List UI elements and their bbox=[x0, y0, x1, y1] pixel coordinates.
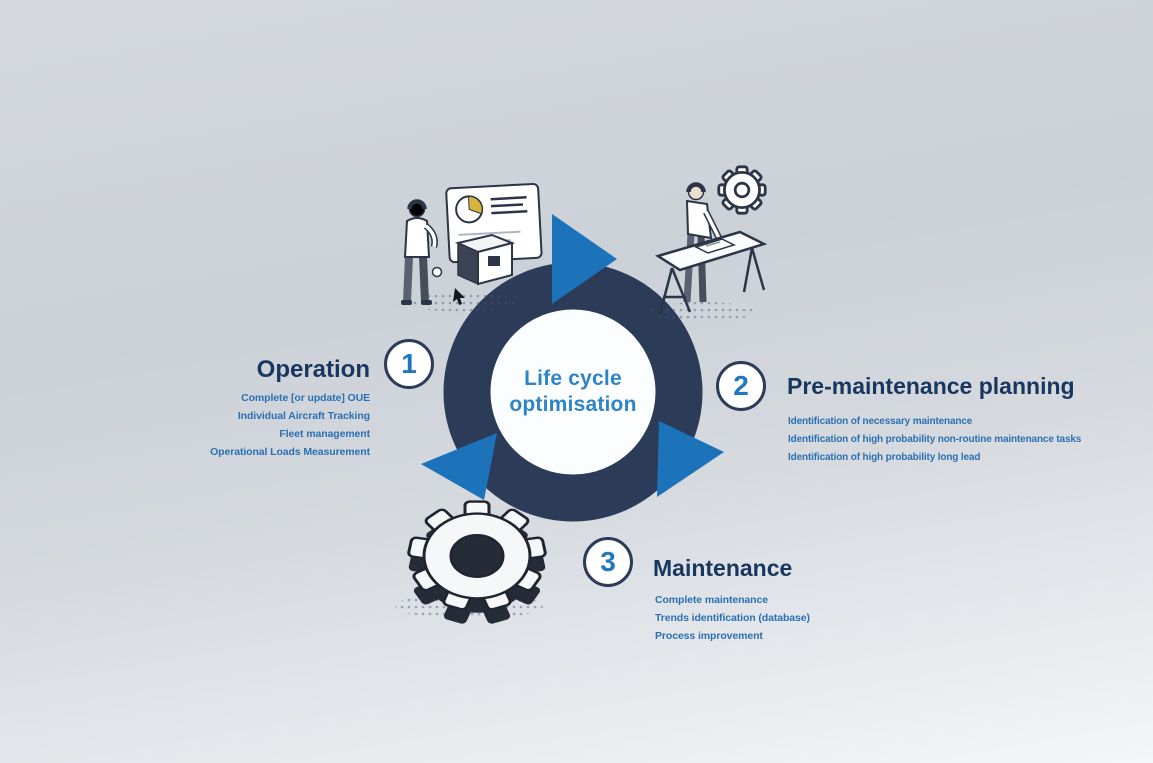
dots-shadow bbox=[650, 302, 754, 322]
stage-item: Identification of high probability long … bbox=[788, 452, 981, 463]
stage-title-pre-maintenance: Pre-maintenance planning bbox=[787, 373, 1075, 399]
stage-item: Identification of high probability non-r… bbox=[788, 434, 1082, 445]
stage-badge-1: 1 bbox=[384, 339, 434, 389]
stage-items-pre-maintenance: Identification of necessary maintenance … bbox=[788, 413, 1081, 467]
printer-box-icon bbox=[454, 233, 516, 286]
stage-items-operation: Complete [or update] OUE Individual Airc… bbox=[210, 389, 370, 461]
arrow-right-icon bbox=[657, 421, 724, 497]
paper bbox=[693, 238, 737, 254]
stage-number-2: 2 bbox=[733, 370, 749, 401]
dots-shadow bbox=[410, 292, 514, 312]
center-label: Life cycle optimisation bbox=[463, 366, 683, 418]
stage-item: Process improvement bbox=[655, 630, 763, 642]
stage-number-3: 3 bbox=[600, 546, 616, 577]
gear-outline-icon bbox=[717, 165, 767, 215]
arrow-left-icon bbox=[421, 433, 497, 500]
stage-item: Complete maintenance bbox=[655, 594, 768, 606]
stage-badge-2: 2 bbox=[716, 361, 766, 411]
gear-3d-icon bbox=[395, 500, 547, 624]
stage-item: Fleet management bbox=[279, 428, 370, 440]
center-label-line2: optimisation bbox=[509, 393, 637, 416]
ball-icon bbox=[431, 266, 443, 278]
analytics-illustration bbox=[401, 182, 543, 312]
center-label-line1: Life cycle bbox=[524, 367, 622, 390]
stage-item: Trends identification (database) bbox=[655, 612, 810, 624]
stage-title-operation: Operation bbox=[256, 356, 370, 383]
cycle-inner-disc bbox=[489, 308, 657, 476]
workdesk-illustration bbox=[650, 165, 768, 322]
arrow-top-icon bbox=[552, 214, 617, 304]
stage-badge-3: 3 bbox=[583, 537, 633, 587]
stage-item: Identification of necessary maintenance bbox=[788, 416, 973, 427]
stage-item: Operational Loads Measurement bbox=[210, 446, 370, 458]
person-standing-icon bbox=[401, 199, 438, 305]
cursor-icon bbox=[453, 288, 465, 305]
stage-item: Individual Aircraft Tracking bbox=[237, 410, 370, 422]
stage-number-1: 1 bbox=[401, 348, 417, 379]
drafting-desk-icon bbox=[655, 230, 768, 315]
stage-title-maintenance: Maintenance bbox=[653, 555, 793, 581]
stage-item: Complete [or update] OUE bbox=[241, 392, 370, 404]
stage-items-maintenance: Complete maintenance Trends identificati… bbox=[655, 591, 810, 645]
